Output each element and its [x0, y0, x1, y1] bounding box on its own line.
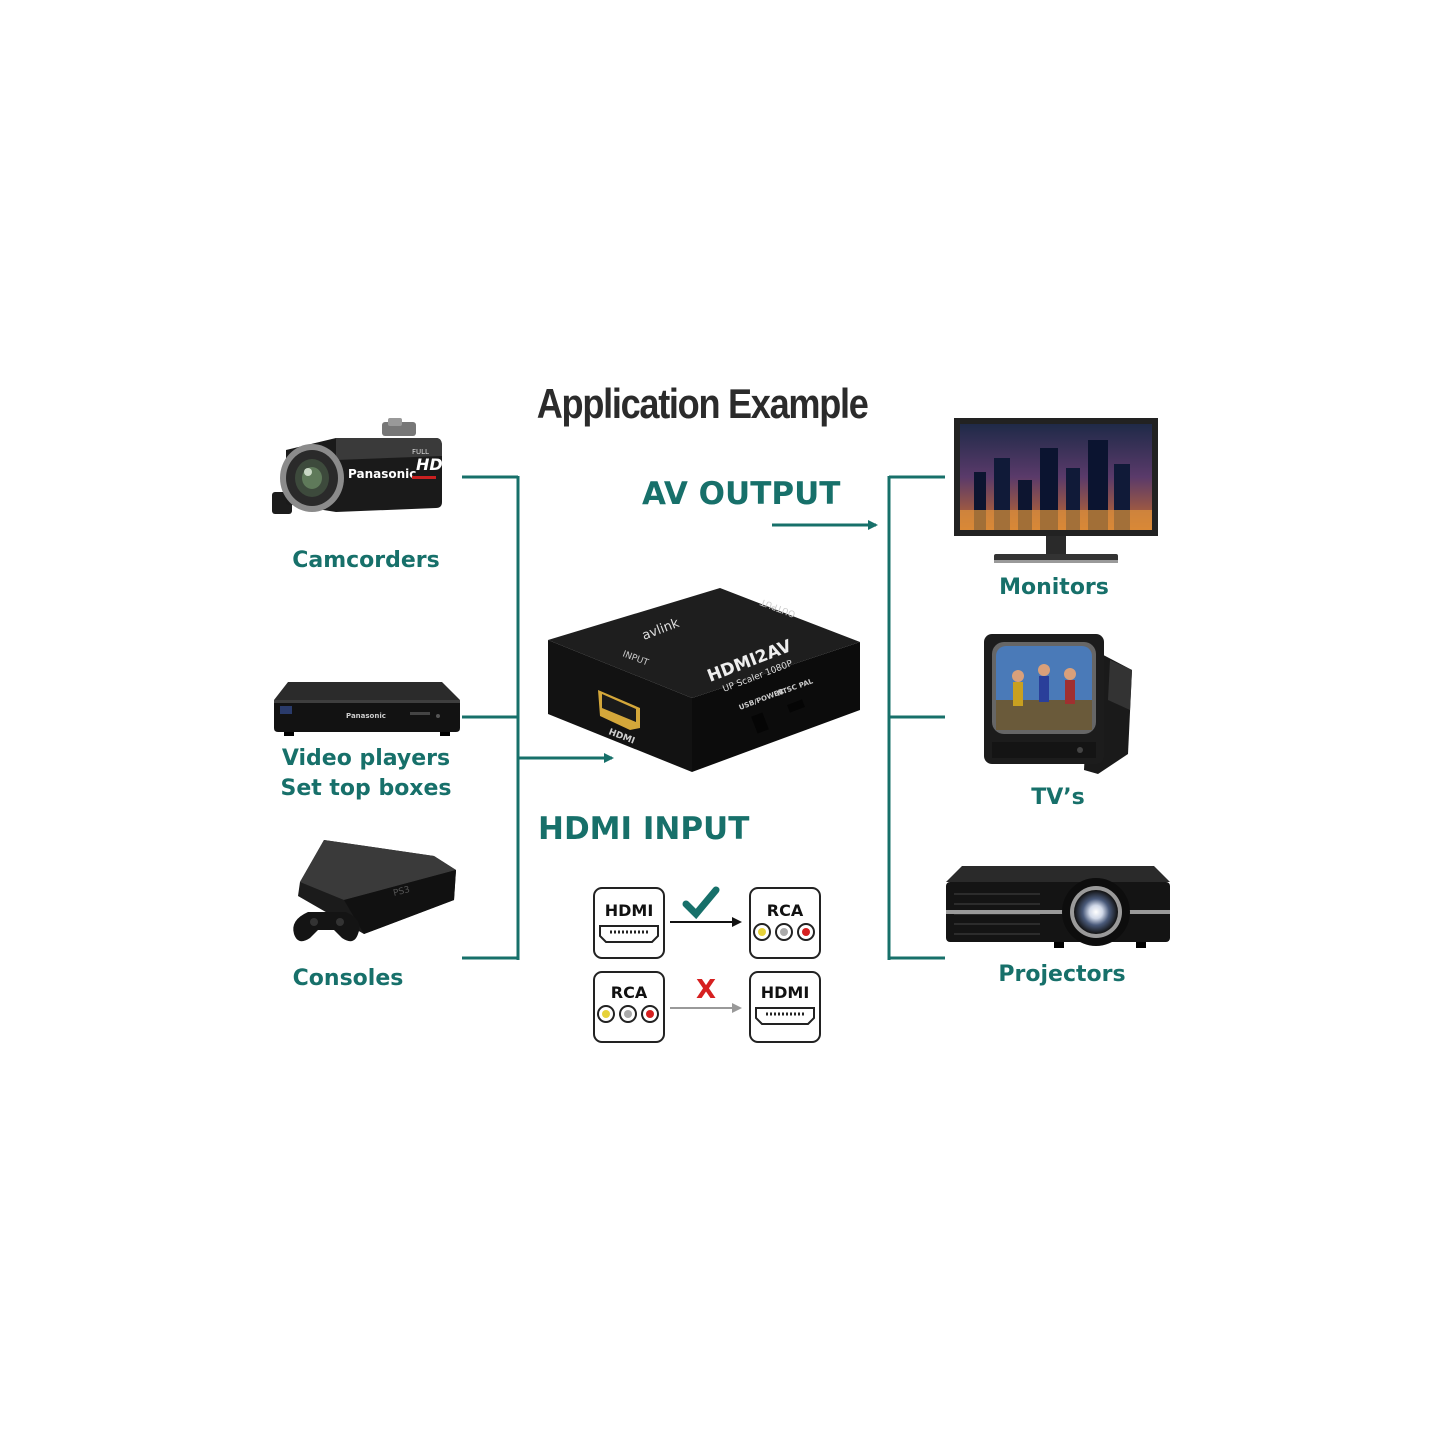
converter-device: avlink HDMI2AV UP Scaler 1080P INPUT OUT… [548, 588, 860, 772]
conversion-legend: HDMI RCA RCA X HDMI [593, 886, 821, 1043]
legend-rca-label-2: RCA [611, 983, 648, 1002]
rca-box [749, 887, 821, 959]
video-players-label: Video players [281, 746, 451, 771]
svg-text:FULL: FULL [412, 448, 429, 456]
av-output-label: AV OUTPUT [642, 476, 841, 512]
page-title: Application Example [536, 380, 869, 427]
tvs-label: TV’s [1031, 785, 1085, 810]
cross-icon: X [696, 975, 716, 1005]
projectors-label: Projectors [998, 962, 1126, 987]
consoles-label: Consoles [292, 966, 404, 991]
source-bracket [462, 475, 520, 960]
hdmi-port-icon [599, 925, 659, 943]
svg-text:Panasonic: Panasonic [346, 712, 386, 720]
monitors-label: Monitors [999, 575, 1109, 600]
legend-hdmi-label-2: HDMI [761, 983, 810, 1002]
bluray-player-icon: Panasonic [274, 682, 460, 736]
crt-tv-icon [984, 634, 1132, 774]
game-console-icon: PS3 [293, 840, 456, 942]
hdmi-input-label: HDMI INPUT [538, 811, 750, 847]
legend-row-rca-to-hdmi: RCA X HDMI [593, 971, 821, 1043]
camcorder-icon: Panasonic HD FULL [272, 418, 443, 514]
camcorders-label: Camcorders [292, 548, 440, 573]
rca-jacks-icon [753, 923, 815, 941]
legend-rca-label: RCA [767, 901, 804, 920]
rca-jacks-icon-2 [597, 1005, 659, 1023]
hdmi-box [593, 887, 665, 959]
monitor-icon [954, 418, 1158, 563]
set-top-boxes-label: Set top boxes [280, 776, 452, 801]
svg-text:Panasonic: Panasonic [348, 467, 416, 481]
legend-row-hdmi-to-rca: HDMI RCA [593, 886, 821, 959]
svg-text:HD: HD [416, 455, 443, 474]
output-bracket [887, 475, 945, 960]
projector-icon [946, 866, 1170, 948]
legend-hdmi-label: HDMI [605, 901, 654, 920]
svg-text:PS3: PS3 [392, 885, 411, 899]
check-icon [682, 886, 720, 920]
hdmi-port-icon-2 [755, 1007, 815, 1025]
